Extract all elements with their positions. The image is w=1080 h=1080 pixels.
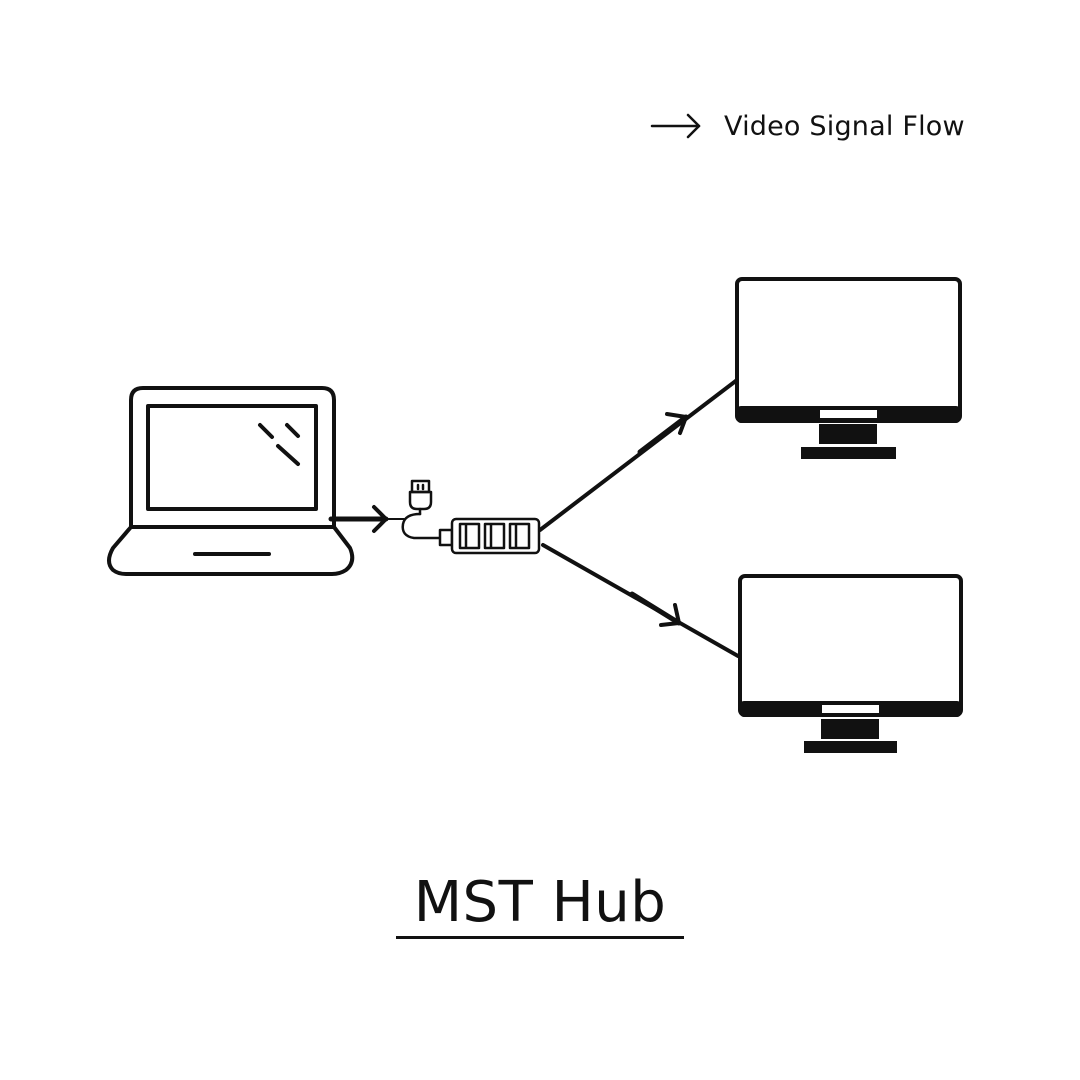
usb-plug-icon (385, 479, 443, 540)
mst-hub-icon (438, 517, 541, 555)
legend-label: Video Signal Flow (724, 110, 965, 142)
hub-to-top-monitor-arrow (538, 378, 739, 532)
monitor-bottom-icon (738, 574, 963, 753)
title-underline (396, 936, 684, 939)
laptop-icon (107, 386, 355, 576)
monitor-top-icon (735, 277, 962, 459)
arrow-right-icon (650, 113, 701, 139)
hub-to-bottom-monitor-arrow (541, 543, 740, 658)
diagram-title: MST Hub (413, 870, 667, 935)
laptop-output-arrow (328, 505, 389, 533)
legend: Video Signal Flow (650, 106, 965, 146)
diagram-title-block: MST Hub (396, 868, 684, 939)
